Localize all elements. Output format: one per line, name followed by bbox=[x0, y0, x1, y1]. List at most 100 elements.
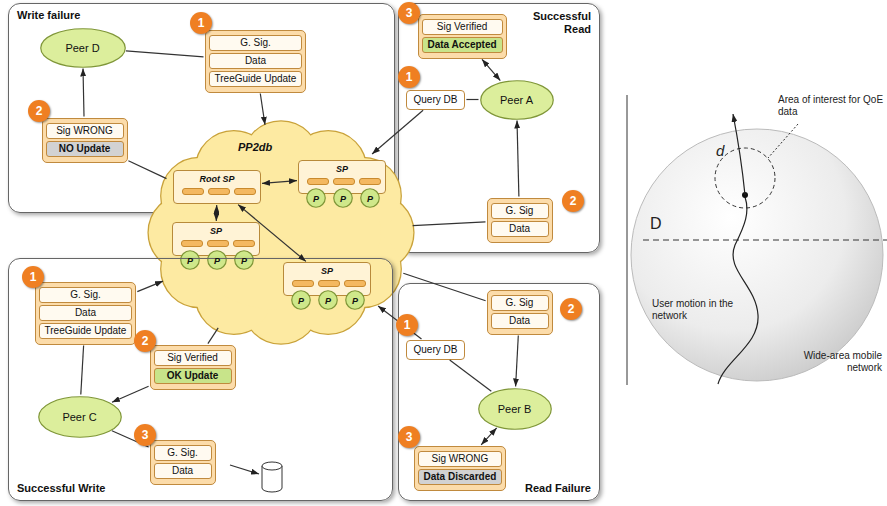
peer-ellipse: Peer C bbox=[38, 396, 122, 438]
message-box: G. Sig.Data bbox=[150, 440, 216, 485]
query-label: Query DB bbox=[414, 94, 458, 106]
message-row: Data bbox=[491, 221, 549, 237]
leader-line bbox=[768, 124, 798, 158]
slot-bar bbox=[292, 280, 314, 287]
cloud-title: PP2db bbox=[238, 141, 272, 153]
panel-title: Successful Read bbox=[525, 10, 591, 36]
connector bbox=[413, 222, 486, 226]
connector bbox=[216, 205, 218, 221]
super-peer-box: SPPPP bbox=[172, 222, 260, 256]
peer-circle: P bbox=[360, 188, 380, 208]
peer-circle-label: P bbox=[352, 293, 358, 307]
slot-bar bbox=[333, 178, 355, 185]
connector bbox=[238, 205, 306, 262]
connector bbox=[208, 328, 218, 344]
network-sphere bbox=[631, 129, 883, 381]
message-row: G. Sig. bbox=[209, 35, 303, 51]
connector bbox=[450, 360, 492, 391]
connector bbox=[517, 121, 519, 197]
connector bbox=[466, 99, 478, 100]
callout-number: 3 bbox=[398, 2, 420, 24]
slot-bar bbox=[234, 188, 256, 195]
panel-title: Read Failure bbox=[525, 482, 591, 495]
super-peer-label: SP bbox=[173, 223, 259, 237]
annotation-label: Wide-area mobile network bbox=[790, 350, 882, 374]
connector bbox=[128, 161, 166, 179]
message-box: Sig WRONGNO Update bbox=[42, 118, 128, 163]
callout-number: 1 bbox=[398, 66, 420, 88]
slot-bar bbox=[307, 178, 329, 185]
connector bbox=[112, 386, 149, 402]
annotation-label: d bbox=[716, 143, 724, 158]
slot-bar bbox=[181, 240, 203, 247]
peer-label: Peer D bbox=[65, 42, 99, 54]
peer-label: Peer A bbox=[500, 94, 533, 106]
query-label: Query DB bbox=[414, 344, 458, 356]
connector bbox=[378, 306, 421, 339]
callout-number: 2 bbox=[560, 298, 582, 320]
scenario-panel: Successful Read Sig VerifiedData Accepted… bbox=[398, 3, 600, 253]
super-peer-label: SP bbox=[284, 263, 370, 277]
peer-label: Peer B bbox=[498, 403, 532, 415]
peer-circle-label: P bbox=[187, 253, 193, 267]
message-box: Sig Verified OK Update bbox=[150, 345, 236, 390]
message-row: Sig WRONG bbox=[46, 123, 124, 139]
message-row: Sig Verified bbox=[422, 19, 503, 35]
super-peer-box: Root SP bbox=[173, 170, 261, 204]
connector bbox=[112, 431, 149, 447]
database-symbol bbox=[262, 462, 282, 492]
message-row: OK Update bbox=[154, 368, 232, 384]
connector bbox=[137, 281, 163, 292]
message-row: Sig WRONG bbox=[418, 451, 503, 467]
connector bbox=[83, 69, 84, 117]
connector bbox=[372, 110, 423, 154]
scenario-panel: Successful WriteG. Sig.DataTreeGuide Upd… bbox=[8, 258, 393, 501]
peer-label: Peer C bbox=[62, 411, 96, 423]
slot-bar bbox=[344, 280, 366, 287]
message-row: Sig Verified bbox=[154, 350, 232, 366]
message-row: Data bbox=[39, 305, 133, 321]
message-box: Sig WRONG Data Discarded bbox=[414, 446, 507, 491]
message-row: Data bbox=[491, 313, 549, 329]
peer-circle-label: P bbox=[325, 293, 331, 307]
connector bbox=[516, 336, 519, 387]
connector bbox=[403, 273, 485, 300]
network-cloud: PP2dbRoot SPSPPPPSPPPPSPPPP bbox=[150, 125, 412, 340]
peer-circle: P bbox=[234, 250, 254, 270]
message-row: Data Discarded bbox=[418, 469, 503, 485]
peer-circle-label: P bbox=[214, 253, 220, 267]
message-box: G. Sig.DataTreeGuide Update bbox=[35, 282, 137, 345]
peer-circle-label: P bbox=[367, 191, 373, 205]
callout-number: 2 bbox=[562, 190, 584, 212]
peer-circle: P bbox=[207, 250, 227, 270]
super-peer-box: SPPPP bbox=[283, 262, 371, 296]
motion-path bbox=[718, 197, 758, 384]
annotation-label: D bbox=[650, 216, 662, 232]
callout-number: 2 bbox=[28, 100, 50, 122]
super-peer-label: SP bbox=[299, 161, 385, 175]
message-row: G. Sig bbox=[491, 203, 549, 219]
peer-ellipse: Peer D bbox=[40, 28, 126, 68]
panel-title: Successful Write bbox=[17, 482, 105, 495]
message-row: G. Sig. bbox=[39, 287, 133, 303]
connector bbox=[481, 428, 497, 445]
connector bbox=[260, 94, 265, 125]
connector bbox=[262, 181, 297, 184]
diameter-line bbox=[643, 240, 887, 241]
peer-circle-label: P bbox=[298, 293, 304, 307]
message-row: Data bbox=[154, 463, 212, 479]
message-box: G. SigData bbox=[487, 290, 553, 335]
radius-arrow bbox=[733, 114, 745, 195]
slot-bar bbox=[208, 188, 230, 195]
peer-ellipse: Peer B bbox=[478, 388, 552, 430]
message-row: Data bbox=[209, 53, 303, 69]
callout-number: 1 bbox=[190, 12, 212, 34]
message-row: G. Sig bbox=[491, 295, 549, 311]
message-box: Sig VerifiedData Accepted bbox=[418, 14, 507, 59]
slot-bar bbox=[207, 240, 229, 247]
peer-circle: P bbox=[333, 188, 353, 208]
query-box: Query DB bbox=[406, 340, 466, 360]
callout-number: 2 bbox=[134, 330, 156, 352]
